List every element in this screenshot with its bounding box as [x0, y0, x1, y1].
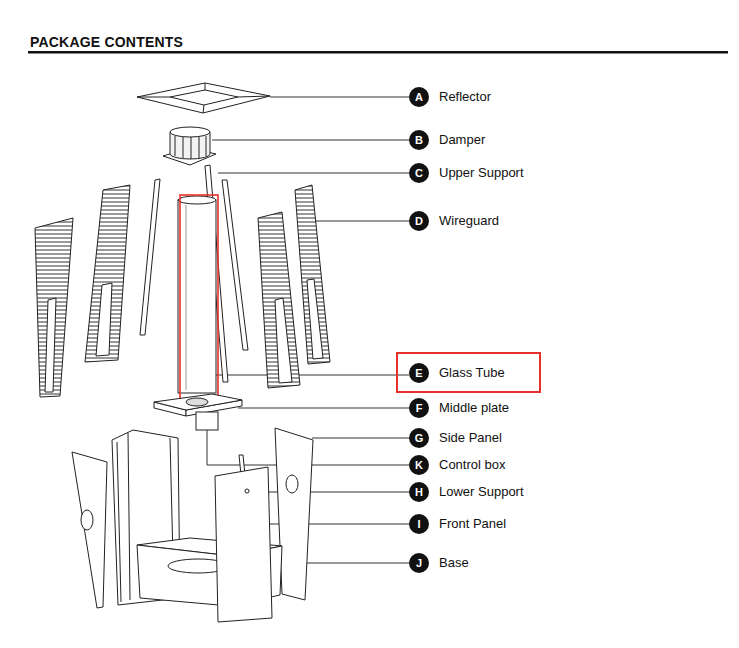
callout-letter: K — [409, 455, 429, 475]
wireguard-slot — [307, 279, 323, 359]
plate-top — [154, 394, 242, 410]
damper-rib — [191, 137, 192, 159]
plate-hole — [186, 398, 208, 406]
callout-letter: D — [409, 211, 429, 231]
callout-disc — [409, 514, 429, 534]
panel-screw — [245, 489, 249, 493]
title-rule — [28, 51, 728, 54]
callout-circle: IFront Panel — [409, 514, 429, 534]
callout-circle: BDamper — [409, 130, 429, 150]
leader-line — [270, 97, 409, 98]
reflector-outline — [137, 83, 270, 113]
wireguard-slot — [96, 283, 112, 356]
wireguard-slot — [275, 298, 292, 383]
reflector-edge — [137, 97, 170, 98]
part-name: Damper — [439, 131, 485, 149]
leader-line — [197, 375, 409, 376]
wireguard-panel — [85, 185, 130, 362]
highlight-frame — [180, 195, 218, 405]
glass-tube — [178, 196, 216, 393]
wireguard-panel — [35, 218, 73, 397]
part-name: Wireguard — [439, 212, 499, 230]
callout-circle: JBase — [409, 553, 429, 573]
callout-disc — [409, 428, 429, 448]
callout-letter: G — [409, 428, 429, 448]
callout-circle: CUpper Support — [409, 163, 429, 183]
leader-line — [218, 173, 409, 174]
lower-section — [72, 428, 313, 622]
reflector-edge — [203, 105, 204, 113]
wireguard-panel — [258, 212, 300, 388]
callout-disc — [409, 482, 429, 502]
leader-line — [238, 408, 409, 409]
highlight-box: Glass Tube E — [396, 352, 541, 393]
page-title: PACKAGE CONTENTS — [30, 34, 183, 50]
reflector-inner — [170, 90, 238, 105]
callout-circle: E — [409, 363, 429, 383]
tube-top — [178, 196, 216, 204]
damper-rib — [199, 137, 200, 158]
callout-circle: FMiddle plate — [409, 398, 429, 418]
part-name: Glass Tube — [439, 364, 505, 382]
leader-line — [313, 221, 409, 222]
leader-line — [212, 140, 409, 141]
damper-top — [170, 127, 210, 137]
callout-disc — [409, 398, 429, 418]
callout-disc — [409, 553, 429, 573]
callout-circle: KControl box — [409, 455, 429, 475]
callout-letter: F — [409, 398, 429, 418]
callout-letter: C — [409, 163, 429, 183]
callout-letter: I — [409, 514, 429, 534]
tube-highlight — [186, 205, 187, 390]
leader-line — [312, 438, 409, 439]
part-name: Base — [439, 554, 469, 572]
wireguards — [35, 185, 330, 397]
callout-disc — [409, 363, 429, 383]
control-box-shape — [196, 412, 218, 430]
part-name: Side Panel — [439, 429, 502, 447]
callout-disc — [409, 87, 429, 107]
damper-rib — [175, 136, 176, 156]
callout-circle: HLower Support — [409, 482, 429, 502]
callout-disc — [409, 130, 429, 150]
part-name: Lower Support — [439, 483, 524, 501]
reflector — [137, 83, 270, 113]
callout-letter: E — [409, 363, 429, 383]
frame-rail — [117, 442, 121, 602]
panel-hole — [286, 475, 298, 493]
front-panel-shape — [215, 467, 272, 622]
part-name: Reflector — [439, 88, 491, 106]
reflector-edge — [205, 83, 206, 90]
callout-disc — [409, 163, 429, 183]
damper — [163, 127, 216, 165]
callout-letter: A — [409, 87, 429, 107]
tube-body — [178, 200, 216, 393]
leader-line — [247, 492, 409, 493]
support-rod — [222, 180, 248, 350]
frame-rail — [128, 433, 130, 600]
callout-disc — [409, 211, 429, 231]
callout-letter: J — [409, 553, 429, 573]
callout-circle: AReflector — [409, 87, 429, 107]
callout-letter: H — [409, 482, 429, 502]
wireguard-panel — [295, 185, 330, 364]
part-name: Upper Support — [439, 164, 524, 182]
callout-circle: GSide Panel — [409, 428, 429, 448]
reflector-edge — [238, 96, 270, 97]
damper-rib — [183, 137, 184, 158]
part-name: Middle plate — [439, 399, 509, 417]
support-rod — [140, 179, 160, 335]
part-name: Control box — [439, 456, 505, 474]
wireguard-slot — [45, 298, 56, 392]
callout-disc — [409, 455, 429, 475]
part-name: Front Panel — [439, 515, 506, 533]
side-panel-shape — [72, 452, 107, 608]
damper-rib — [206, 136, 207, 156]
panel-hole — [81, 510, 93, 530]
callout-letter: B — [409, 130, 429, 150]
callout-circle: DWireguard — [409, 211, 429, 231]
